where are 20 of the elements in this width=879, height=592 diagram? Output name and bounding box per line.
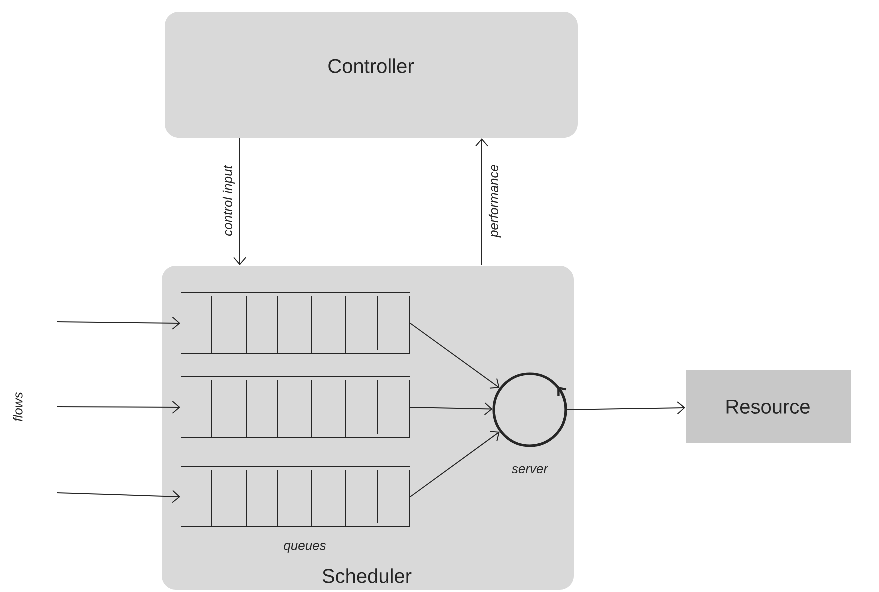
arrow bbox=[56, 316, 180, 330]
arrow bbox=[410, 402, 493, 416]
arrow bbox=[476, 138, 488, 266]
arrow bbox=[566, 402, 686, 415]
edge-label: control input bbox=[222, 165, 236, 236]
controller-box: Controller bbox=[165, 12, 578, 138]
arrow bbox=[56, 490, 180, 504]
arrow bbox=[234, 138, 246, 266]
queues-label: queues bbox=[284, 543, 326, 553]
edge-label: performance bbox=[488, 165, 502, 238]
queue-drawing bbox=[180, 376, 410, 438]
arrow bbox=[410, 323, 500, 389]
queue-drawing bbox=[180, 292, 410, 354]
flows-label: flows bbox=[13, 392, 23, 422]
server-circle bbox=[492, 372, 568, 448]
resource-box: Resource bbox=[686, 370, 851, 443]
arrow bbox=[410, 431, 500, 498]
arrow bbox=[56, 400, 180, 414]
server-label: server bbox=[512, 466, 548, 474]
queue-drawing bbox=[180, 466, 410, 528]
